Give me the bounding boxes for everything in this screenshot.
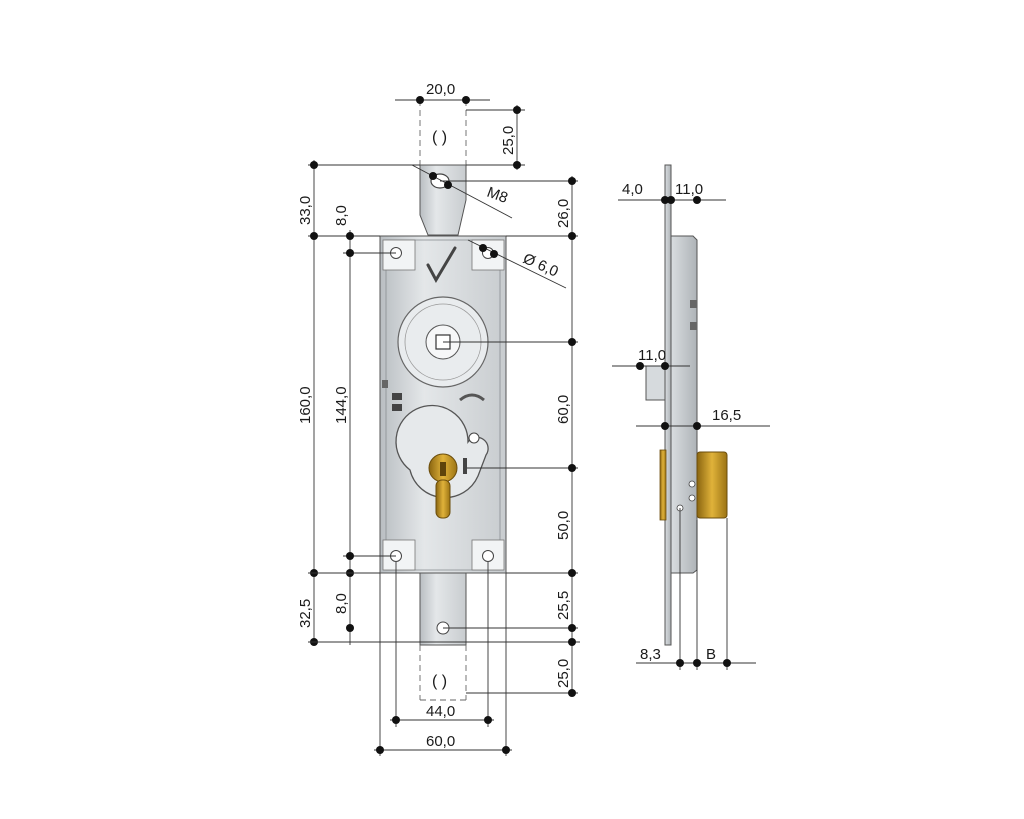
hook-mark	[426, 246, 457, 284]
dim-hole-spacing: 144,0	[333, 386, 350, 424]
top-tab-hole-mark: ( )	[432, 129, 447, 146]
cylinder-profile	[435, 479, 451, 519]
bottom-tab-hole-mark: ( )	[432, 673, 447, 690]
dim-upper-overall: 33,0	[297, 196, 314, 225]
dim-top-tab-width: 20,0	[426, 81, 455, 98]
cam-hole	[468, 432, 480, 444]
cylinder-pin	[463, 458, 467, 474]
dim-side-top: 11,0	[675, 181, 703, 198]
dimension-labels: 20,0 25,0 M8 33,0 8,0 26,0 Ø 6,0 160,0 1…	[297, 81, 741, 750]
dim-body-height: 160,0	[297, 386, 314, 424]
side-cylinder-front	[696, 451, 728, 519]
side-pin-1	[688, 480, 696, 488]
key-slot	[440, 462, 446, 476]
dim-axis-lower: 50,0	[555, 511, 572, 540]
side-view	[645, 164, 728, 646]
detail-arc	[459, 393, 485, 402]
dim-side-bottom: 8,3	[640, 646, 661, 663]
side-body	[670, 235, 698, 574]
detail-slot-2	[392, 404, 402, 411]
bottom-tab-outline	[419, 645, 467, 701]
side-cylinder-rear	[659, 449, 667, 521]
side-pin-2	[688, 494, 696, 502]
dim-side-spindle: 11,0	[638, 347, 666, 364]
side-spindle	[645, 365, 666, 401]
body-inner-edge	[385, 239, 501, 571]
dim-upper-tab: 26,0	[555, 199, 572, 228]
side-notch	[382, 380, 388, 388]
dim-side-cylinder: 16,5	[712, 407, 741, 424]
dim-body-width: 60,0	[426, 733, 455, 750]
side-strap	[664, 164, 672, 646]
side-notch-2	[690, 322, 697, 330]
detail-slot-1	[392, 393, 402, 400]
dim-lower-tab: 25,5	[555, 591, 572, 620]
dim-side-plate: 4,0	[622, 181, 643, 198]
dim-m8: M8	[485, 184, 510, 207]
dim-lower-overall: 32,5	[297, 599, 314, 628]
dim-top-tab-height: 25,0	[500, 126, 517, 155]
dim-axis-upper: 60,0	[555, 395, 572, 424]
dimension-lines	[308, 96, 770, 756]
dim-hole-pitch: 44,0	[426, 703, 455, 720]
front-view: ( )	[379, 99, 507, 701]
side-notch-1	[690, 300, 697, 308]
dim-bottom-tab-height: 25,0	[555, 659, 572, 688]
dim-side-b: B	[706, 646, 716, 663]
dim-lower-offset: 8,0	[333, 593, 350, 614]
dim-upper-offset: 8,0	[333, 205, 350, 226]
mounting-hole-bottom-right	[482, 550, 494, 562]
